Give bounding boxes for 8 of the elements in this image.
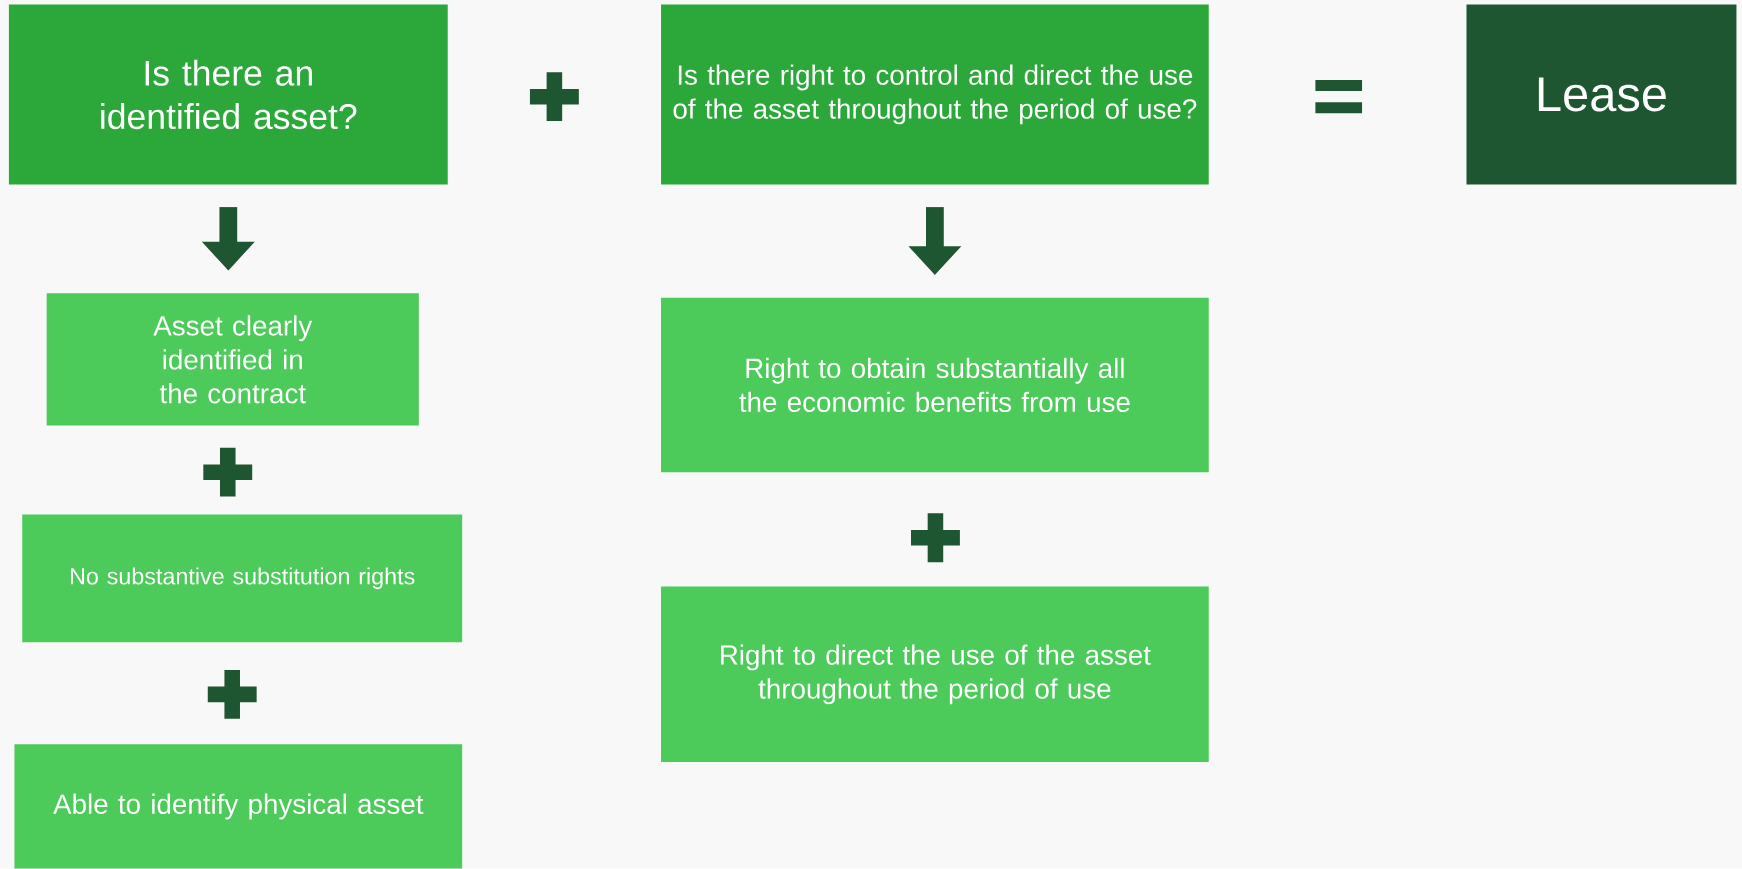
condition-box: Right to obtain substantially all the economic benefits from use [661,297,1209,473]
condition-box: Able to identify physical asset [14,744,463,869]
question-box: Is there an identified asset? [8,4,448,185]
condition-box: No substantive substitution rights [22,514,463,643]
condition-box: Asset clearly identified in the contract [46,293,419,426]
result-box: Lease [1466,4,1737,185]
question-box: Is there right to control and direct the use of the asset throughout the period of use? [661,4,1209,185]
condition-box: Right to direct the use of the asset throughout the period of use [661,586,1209,763]
